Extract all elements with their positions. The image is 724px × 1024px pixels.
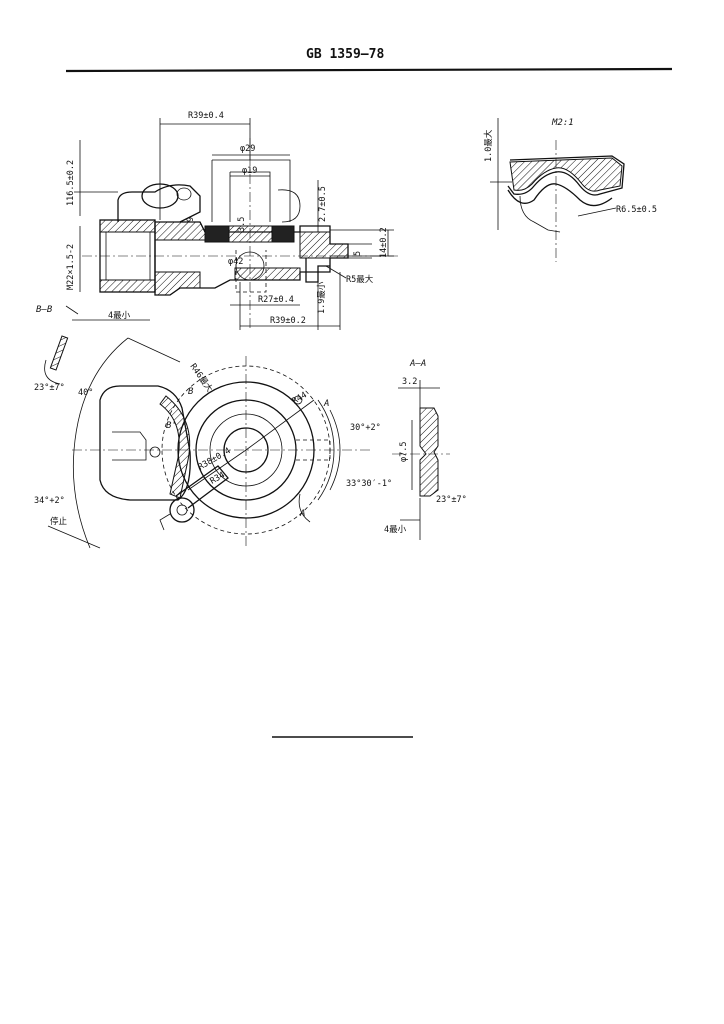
section-aa-profile [419,407,439,497]
valve-stem [211,159,291,222]
section-aa-3-2: 3.2 [402,377,417,387]
dim-2-7: 2.7±0.5 [318,186,328,222]
section-bb-stop: 停止 [50,516,68,527]
dim-r39-bottom: R39±0.2 [270,316,306,326]
section-bb-40deg: 40° [78,388,93,398]
section-aa-4min: 4最小 [384,524,407,535]
dim-phi19: φ19 [242,166,257,176]
main-section-view: R39±0.4 φ29 φ19 116.5±0.2 M22×1.5-2 2.7±… [66,111,400,330]
dim-116: 116.5±0.2 [66,160,76,206]
section-bb: B—B 4最小 23°±7° 40° 34°+2° 停止 [34,305,150,549]
outer-disc [177,381,315,519]
dim-r5: R5最大 [346,274,374,285]
dim-phi29: φ29 [240,144,255,154]
plan-a-top: A [323,399,329,409]
plan-b-prime: B' [166,421,177,431]
detail-scale: M2:1 [551,118,574,128]
lever-plate [99,385,191,501]
page-header: GB 1359—78 [65,47,673,73]
standard-number: GB 1359—78 [306,47,384,62]
section-bb-23deg: 23°±7° [34,383,65,393]
handle-lever [117,184,201,223]
plan-r44: R44 [291,390,309,406]
seal-ring-left [204,225,230,243]
dim-r39-top: R39±0.4 [188,111,224,121]
detail-profile [507,155,625,196]
plan-33deg: 33°30′-1° [346,479,392,489]
section-bb-34deg: 34°+2° [34,496,65,506]
pivot-circle [169,497,195,523]
dim-5: 5 [353,251,363,256]
detail-r6-5: R6.5±0.5 [616,205,657,215]
dim-9: 9 [186,217,196,222]
section-bb-label: B—B [36,305,53,315]
plan-view: R46最大 B B' R44 A 30°+2° 33°30′-1° A R38±… [72,337,392,549]
section-aa-23deg: 23°±7° [436,495,467,505]
section-aa-phi7-5: φ7.5 [399,442,409,462]
plan-b: B [188,387,194,397]
detail-1-0: 1.0最大 [483,129,494,162]
plan-a-bottom: A [299,509,305,519]
section-aa-label: A—A [409,359,426,369]
dim-14: 14±0.2 [379,227,389,258]
plan-30deg: 30°+2° [350,423,381,433]
dim-r27: R27±0.4 [258,295,294,305]
dim-thread: M22×1.5-2 [66,244,76,290]
section-bb-4min: 4最小 [108,310,131,321]
dim-phi42: φ42 [228,257,243,267]
dim-3-5: 3.5 [237,217,247,232]
detail-view-enlarged: M2:1 1.0最大 R6.5±0.5 [483,118,657,262]
seal-ring-right [271,225,295,243]
header-rule [65,67,673,73]
section-aa: A—A 3.2 φ7.5 23°±7° 4最小 [384,359,467,540]
dim-1-9: 1.9最小 [316,281,327,314]
